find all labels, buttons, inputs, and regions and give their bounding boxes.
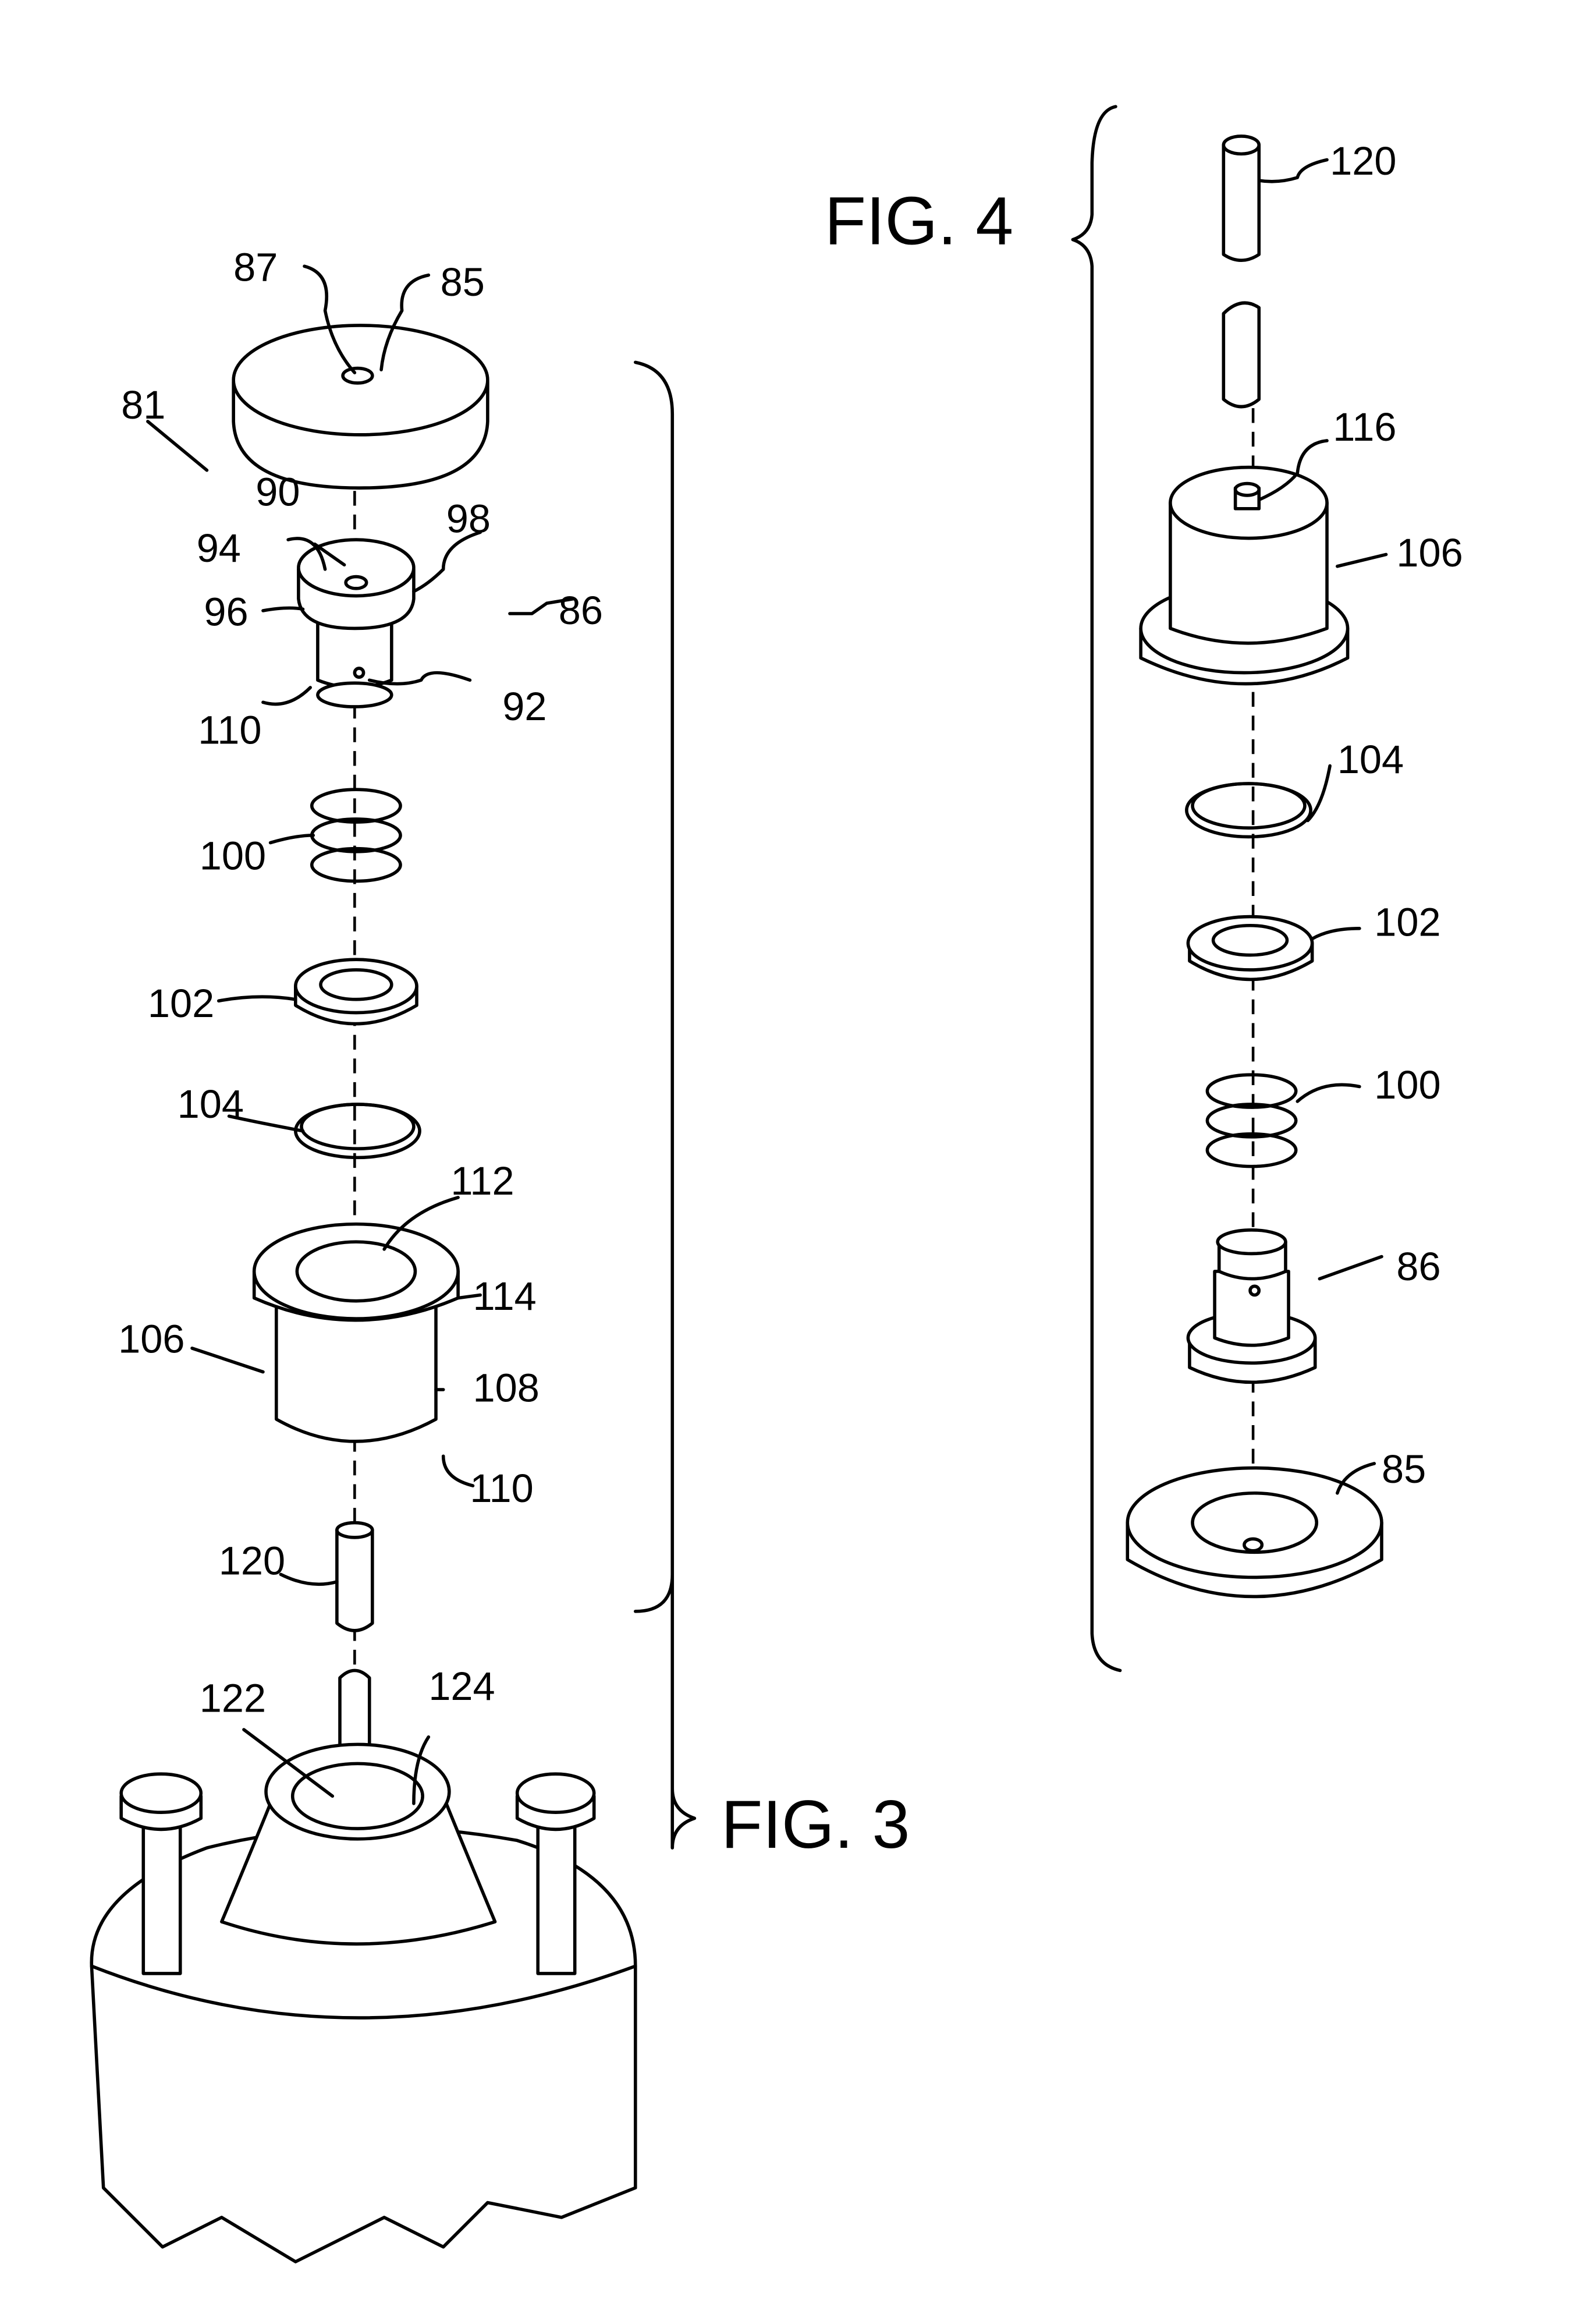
fig4-tube-120 bbox=[1222, 134, 1261, 409]
label-81: 81 bbox=[121, 382, 165, 427]
label-122: 122 bbox=[200, 1676, 266, 1721]
fig3-sleeve-106 bbox=[252, 1222, 460, 1443]
fig3-base-body bbox=[90, 1742, 637, 2263]
fig4-label-120: 120 bbox=[1330, 139, 1396, 183]
fig4-label-116: 116 bbox=[1333, 405, 1396, 449]
label-114: 114 bbox=[473, 1274, 536, 1319]
fig4-label-86: 86 bbox=[1396, 1244, 1440, 1289]
fig4-sleeve-106 bbox=[1139, 465, 1350, 686]
fig4-oring-104 bbox=[1185, 782, 1312, 839]
fig3-part-86-valve bbox=[297, 538, 416, 708]
label-104: 104 bbox=[178, 1082, 244, 1126]
label-87: 87 bbox=[233, 245, 278, 290]
label-120: 120 bbox=[219, 1538, 285, 1583]
fig4-washer-102 bbox=[1186, 915, 1314, 982]
fig3-title: FIG. 3 bbox=[721, 1786, 910, 1862]
fig3-oring-104 bbox=[294, 1103, 421, 1160]
fig4-label-100: 100 bbox=[1374, 1062, 1440, 1107]
fig3-spring-100 bbox=[310, 788, 402, 883]
label-110-top: 110 bbox=[198, 707, 261, 752]
fig4-part-85-cap bbox=[1126, 1466, 1383, 1599]
fig3-leaders bbox=[146, 264, 575, 1805]
fig4-valve-86 bbox=[1186, 1228, 1317, 1384]
label-85: 85 bbox=[441, 260, 485, 304]
label-86: 86 bbox=[559, 588, 603, 633]
label-92: 92 bbox=[502, 684, 546, 729]
fig4-leaders bbox=[1257, 158, 1388, 1495]
label-110-bottom: 110 bbox=[470, 1466, 533, 1511]
fig3: 87 85 81 90 98 94 96 86 92 110 100 102 1… bbox=[90, 245, 910, 2263]
fig4-label-106: 106 bbox=[1396, 530, 1463, 575]
label-98: 98 bbox=[446, 496, 491, 541]
fig4-title: FIG. 4 bbox=[825, 182, 1013, 258]
label-102: 102 bbox=[148, 981, 214, 1026]
fig3-tube-120 bbox=[335, 1521, 374, 1767]
fig3-part-85-cap bbox=[232, 324, 489, 490]
label-112: 112 bbox=[450, 1159, 514, 1203]
fig4-label-104: 104 bbox=[1337, 737, 1404, 782]
fig4-label-85: 85 bbox=[1382, 1447, 1426, 1492]
fig4-spring-100 bbox=[1205, 1073, 1298, 1168]
label-90: 90 bbox=[255, 470, 300, 515]
label-108: 108 bbox=[473, 1365, 539, 1410]
label-96: 96 bbox=[204, 589, 248, 634]
fig3-bracket bbox=[633, 360, 697, 1850]
label-94: 94 bbox=[197, 526, 241, 571]
label-100: 100 bbox=[200, 833, 266, 878]
fig4: FIG. 4 120 116 106 104 102 100 86 85 bbox=[825, 105, 1463, 1673]
label-124: 124 bbox=[428, 1664, 495, 1709]
fig3-washer-102 bbox=[294, 958, 418, 1026]
label-106: 106 bbox=[118, 1317, 184, 1362]
fig4-brace bbox=[1071, 105, 1122, 1673]
fig4-label-102: 102 bbox=[1374, 900, 1440, 945]
